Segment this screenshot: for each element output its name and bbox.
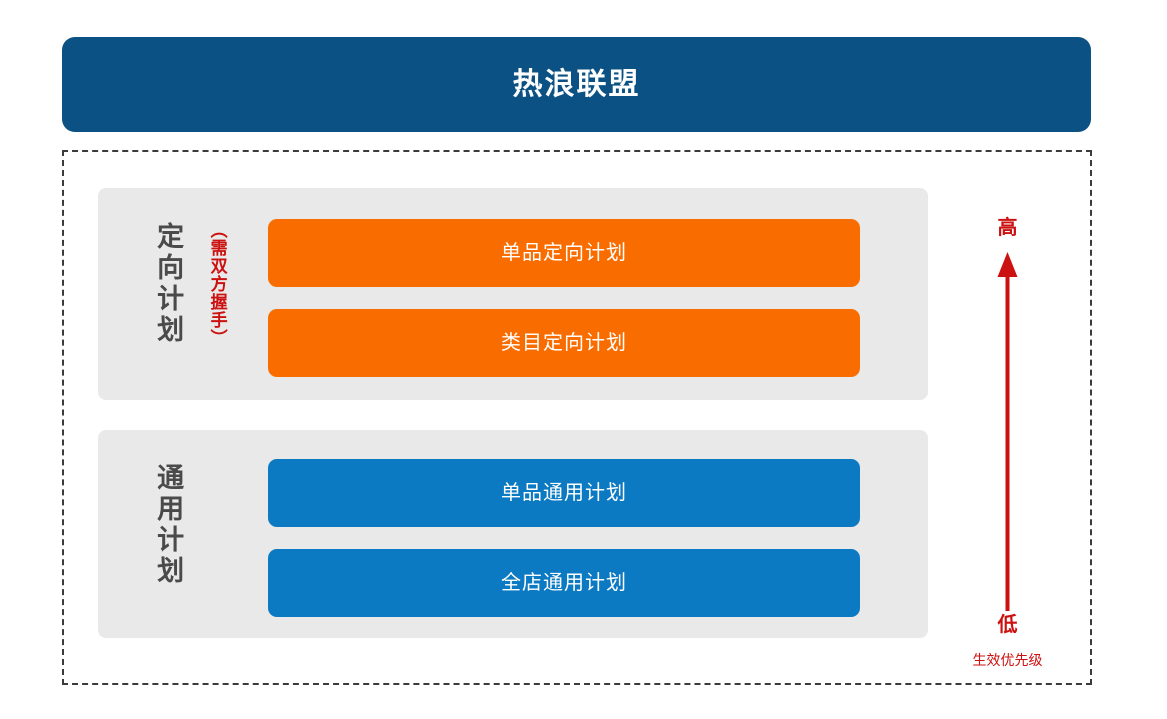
group-label-general: 通用计划: [153, 463, 184, 587]
plan-bar-store-general[interactable]: 全店通用计划: [268, 549, 860, 617]
priority-legend: 高 低 生效优先级: [950, 210, 1065, 670]
plan-bar-label: 全店通用计划: [501, 572, 627, 594]
diagram-dashed-frame: [62, 150, 1092, 685]
priority-caption: 生效优先级: [972, 652, 1043, 668]
group-note-targeted: （需双方握手）: [207, 221, 227, 347]
group-label-targeted: 定向计划: [153, 222, 184, 346]
page-title-banner: 热浪联盟: [62, 37, 1091, 132]
plan-bar-item-targeted[interactable]: 单品定向计划: [268, 219, 860, 287]
plan-bar-label: 类目定向计划: [501, 332, 627, 354]
plan-bar-label: 单品通用计划: [501, 482, 627, 504]
page-title: 热浪联盟: [512, 67, 641, 101]
plan-bar-label: 单品定向计划: [501, 242, 627, 264]
plan-bar-item-general[interactable]: 单品通用计划: [268, 459, 860, 527]
priority-high-label: 高: [997, 217, 1018, 239]
priority-low-label: 低: [997, 614, 1018, 636]
plan-bar-category-targeted[interactable]: 类目定向计划: [268, 309, 860, 377]
priority-arrow-up-icon: [997, 252, 1018, 611]
